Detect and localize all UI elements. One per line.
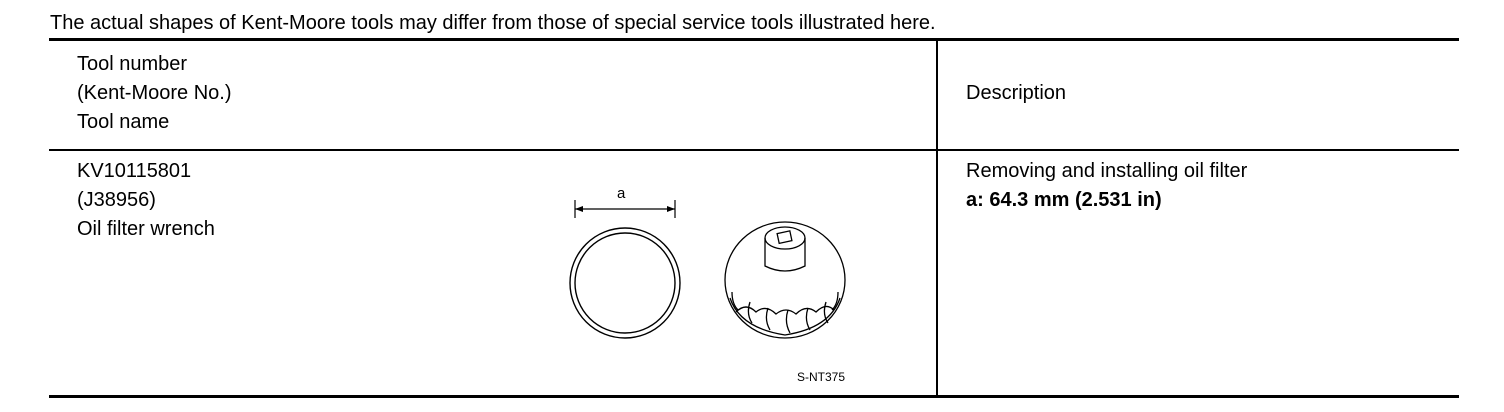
dimension-spec: a: 64.3 mm (2.531 in)	[966, 189, 1162, 211]
oil-filter-wrench-illustration	[569, 200, 846, 339]
table-row-tool-info: KV10115801 (J38956) Oil filter wrench	[77, 157, 215, 244]
tool-name: Oil filter wrench	[77, 218, 215, 240]
kent-moore-number: (J38956)	[77, 189, 156, 211]
description-text: Removing and installing oil filter	[966, 160, 1248, 182]
wrench-side-ring	[569, 227, 681, 339]
header-tool-column: Tool number (Kent-Moore No.) Tool name	[77, 50, 232, 137]
tool-number: KV10115801	[77, 160, 192, 182]
table-header-rule	[49, 149, 1459, 151]
table-column-divider	[936, 41, 938, 395]
header-description: Description	[966, 82, 1067, 104]
page-note: The actual shapes of Kent-Moore tools ma…	[50, 12, 936, 34]
table-bottom-rule	[49, 395, 1459, 398]
table-top-rule	[49, 38, 1459, 41]
figure-code: S-NT375	[797, 370, 846, 384]
header-kent-moore-no: (Kent-Moore No.)	[77, 82, 232, 104]
header-tool-number: Tool number	[77, 53, 188, 75]
dimension-arrow	[574, 200, 676, 218]
header-tool-name: Tool name	[77, 111, 170, 133]
dimension-label-a: a	[617, 185, 626, 202]
table-row-description: Removing and installing oil filter a: 64…	[966, 157, 1247, 215]
wrench-cap-view	[724, 221, 846, 339]
